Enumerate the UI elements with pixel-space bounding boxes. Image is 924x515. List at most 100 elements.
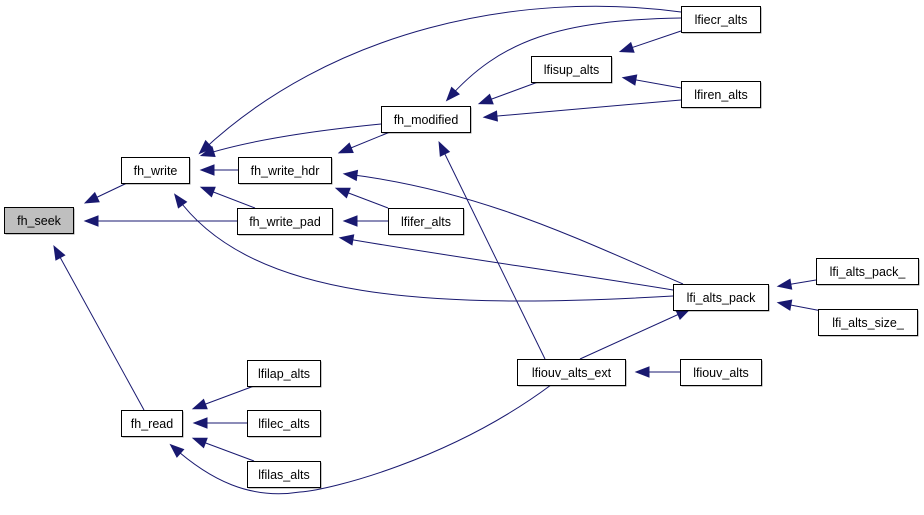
arrowhead-icon	[634, 366, 650, 378]
edge-lfisup-alts-to-fh-modified	[477, 81, 539, 105]
edge-lfiouv-alts-ext-to-fh-read	[169, 384, 552, 495]
node-box	[381, 106, 471, 133]
node-label: lfiouv_alts	[693, 366, 749, 380]
edge-fh-modified-to-fh-write-hdr	[337, 131, 391, 154]
arrowhead-icon	[53, 244, 66, 261]
node-box	[681, 6, 761, 33]
arrowhead-icon	[342, 169, 359, 182]
edge-lfifer-alts-to-fh-write-hdr	[334, 187, 389, 209]
nodes-layer: fh_seek fh_write fh_read fh_modified fh_…	[4, 6, 920, 489]
edge-lfi-alts-pack--to-lfi-alts-pack	[776, 278, 817, 290]
node-fh-write-hdr[interactable]: fh_write_hdr	[238, 157, 333, 185]
node-box	[517, 359, 626, 386]
node-box	[388, 208, 464, 235]
node-lfi-alts-pack[interactable]: lfi_alts_pack	[673, 284, 770, 312]
edges-layer	[53, 5, 823, 495]
arrowhead-icon	[198, 139, 214, 155]
node-box	[238, 157, 332, 184]
arrowhead-icon	[199, 146, 216, 158]
node-fh-seek[interactable]: fh_seek	[4, 207, 75, 235]
edge-fh-write-pad-to-fh-seek	[83, 215, 237, 227]
node-fh-read[interactable]: fh_read	[121, 410, 184, 438]
node-label: fh_write	[134, 164, 178, 178]
edge-fh-read-to-fh-seek	[53, 244, 145, 411]
node-label: lfilap_alts	[258, 367, 310, 381]
arrowhead-icon	[477, 93, 494, 105]
node-label: lfilas_alts	[258, 468, 309, 482]
node-lfi-alts-pack-underscore[interactable]: lfi_alts_pack_	[816, 258, 920, 286]
node-fh-write[interactable]: fh_write	[121, 157, 191, 185]
edge-line	[579, 309, 689, 360]
node-lfiecr-alts[interactable]: lfiecr_alts	[681, 6, 762, 34]
node-label: lfiecr_alts	[695, 13, 748, 27]
node-label: fh_write_hdr	[251, 164, 320, 178]
arrowhead-icon	[438, 140, 451, 157]
node-label: fh_modified	[394, 113, 459, 127]
edge-line	[485, 99, 682, 118]
node-box	[237, 208, 333, 235]
node-lfiouv-alts[interactable]: lfiouv_alts	[680, 359, 763, 387]
edge-lfiren-alts-to-fh-modified	[482, 99, 682, 122]
node-lfilap-alts[interactable]: lfilap_alts	[247, 360, 322, 388]
arrowhead-icon	[83, 215, 99, 227]
node-box	[680, 359, 762, 386]
arrowhead-icon	[445, 86, 460, 102]
node-label: fh_write_pad	[249, 215, 321, 229]
edge-lfiouv-alts-to-lfiouv-alts-ext	[634, 366, 680, 378]
node-label: lfifer_alts	[401, 215, 451, 229]
edge-lfiecr-alts-to-lfisup-alts	[618, 30, 682, 53]
node-box	[681, 81, 761, 108]
arrowhead-icon	[776, 278, 793, 290]
node-box	[816, 258, 919, 285]
node-label: lfi_alts_pack_	[830, 265, 907, 279]
arrowhead-icon	[621, 74, 638, 86]
edge-lfiecr-alts-to-fh-modified	[445, 17, 682, 102]
edge-lfi-alts-pack-to-fh-write-pad	[338, 234, 674, 291]
node-label: lfiren_alts	[694, 88, 748, 102]
node-lfiouv-alts-ext[interactable]: lfiouv_alts_ext	[517, 359, 627, 387]
edge-line	[447, 17, 682, 100]
arrowhead-icon	[337, 142, 354, 154]
edge-lfiouv-alts-ext-to-lfi-alts-pack	[579, 308, 692, 360]
arrowhead-icon	[776, 299, 793, 311]
edge-line	[345, 173, 684, 285]
edge-lfiouv-alts-ext-to-fh-modified	[438, 140, 546, 360]
node-label: fh_read	[131, 417, 173, 431]
edge-lfiecr-alts-to-fh-write	[198, 5, 682, 155]
edge-lfifer-alts-to-fh-write-pad	[342, 215, 388, 227]
arrowhead-icon	[191, 437, 208, 449]
edge-line	[171, 384, 552, 495]
node-box	[531, 56, 612, 83]
edge-lfilec-alts-to-fh-read	[192, 417, 247, 429]
node-fh-write-pad[interactable]: fh_write_pad	[237, 208, 334, 236]
edge-lfilas-alts-to-fh-read	[191, 437, 255, 462]
edge-fh-write-to-fh-seek	[83, 182, 128, 204]
node-lfiren-alts[interactable]: lfiren_alts	[681, 81, 762, 109]
arrowhead-icon	[192, 417, 208, 429]
edge-lfiren-alts-to-lfisup-alts	[621, 74, 682, 89]
node-label: lfiouv_alts_ext	[532, 366, 612, 380]
node-fh-modified[interactable]: fh_modified	[381, 106, 472, 134]
edge-lfilap-alts-to-fh-read	[191, 385, 255, 410]
arrowhead-icon	[191, 398, 208, 410]
edge-fh-write-hdr-to-fh-write	[199, 164, 238, 176]
node-lfilas-alts[interactable]: lfilas_alts	[247, 461, 322, 489]
node-box	[247, 410, 321, 437]
node-lfisup-alts[interactable]: lfisup_alts	[531, 56, 613, 84]
node-lfilec-alts[interactable]: lfilec_alts	[247, 410, 322, 438]
arrowhead-icon	[199, 186, 216, 198]
arrowhead-icon	[618, 41, 635, 53]
arrowhead-icon	[83, 191, 100, 204]
node-box	[4, 207, 74, 234]
edge-line	[54, 247, 145, 411]
node-lfifer-alts[interactable]: lfifer_alts	[388, 208, 465, 236]
arrowhead-icon	[334, 187, 351, 199]
arrowhead-icon	[169, 443, 185, 458]
edge-line	[175, 195, 674, 302]
edge-lfi-alts-pack-to-fh-write-hdr	[342, 169, 684, 285]
node-lfi-alts-size-underscore[interactable]: lfi_alts_size_	[818, 309, 919, 337]
edge-line	[439, 143, 546, 360]
edge-fh-modified-to-fh-write	[199, 123, 382, 158]
node-box	[247, 461, 321, 488]
